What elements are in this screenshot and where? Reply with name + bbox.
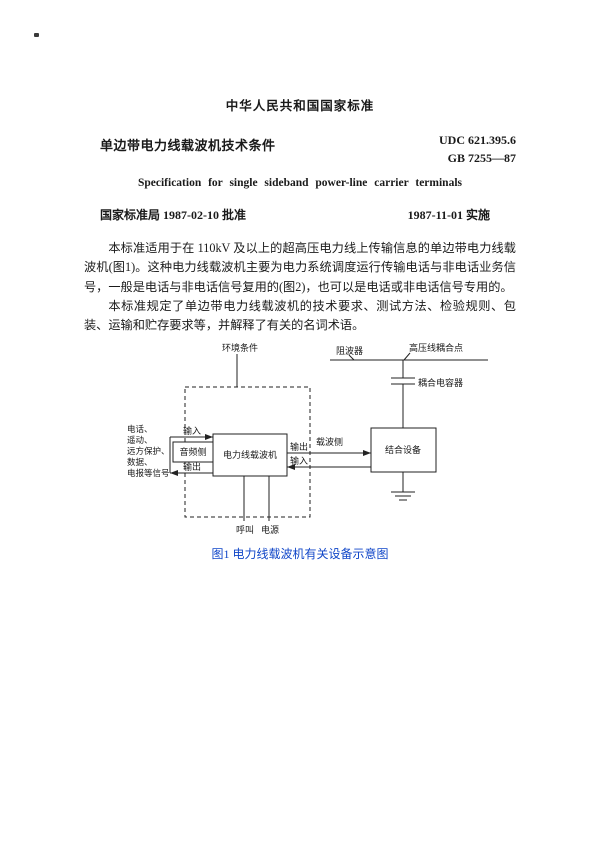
- line-trap-pointer: [348, 355, 355, 361]
- carrier-machine-label: 电力线载波机: [223, 449, 277, 460]
- title-row: 单边带电力线载波机技术条件 UDC 621.395.6 GB 7255—87: [84, 131, 516, 167]
- coupling-capacitor-icon: [391, 360, 415, 429]
- figure-caption: 图1 电力线载波机有关设备示意图: [211, 547, 389, 562]
- audio-output-label: 输出: [183, 461, 201, 472]
- scan-artifact: [34, 33, 39, 37]
- carrier-side-label: 载波侧: [316, 436, 343, 447]
- carrier-output-arrow: [287, 450, 371, 457]
- hv-coupling-pointer: [403, 353, 411, 361]
- signal-item: 电话、: [127, 424, 153, 434]
- coupling-equipment-label: 结合设备: [385, 444, 421, 455]
- carrier-equipment-schematic: 环境条件 阻波器 高压线耦合点 耦合电容器 结合设备: [127, 342, 488, 535]
- hv-coupling-point-label: 高压线耦合点: [409, 342, 463, 353]
- audio-side-box: [172, 441, 214, 463]
- power-label: 电源: [261, 524, 279, 535]
- approval-info: 国家标准局 1987-02-10 批准: [100, 208, 246, 222]
- figure-1-diagram: 环境条件 阻波器 高压线耦合点 耦合电容器 结合设备: [100, 340, 516, 540]
- coupling-capacitor-label: 耦合电容器: [418, 377, 463, 388]
- audio-side-label: 音频侧: [179, 446, 206, 457]
- signal-input-arrow: [170, 434, 213, 441]
- ground-icon: [391, 472, 415, 501]
- signal-item: 电报等信号: [127, 468, 170, 478]
- standard-codes: UDC 621.395.6 GB 7255—87: [439, 131, 516, 167]
- signal-item: 数据、: [127, 457, 153, 467]
- carrier-output-label: 输出: [290, 441, 308, 452]
- signal-output-arrow: [170, 470, 213, 477]
- env-conditions-label: 环境条件: [222, 342, 258, 353]
- page-title: 中华人民共和国国家标准: [225, 99, 375, 113]
- call-label: 呼叫: [236, 525, 254, 535]
- paragraph: 本标准规定了单边带电力线载波机的技术要求、测试方法、检验规则、包装、运输和贮存要…: [84, 298, 516, 333]
- carrier-input-arrow: [287, 464, 371, 471]
- approval-row: 国家标准局 1987-02-10 批准 1987-11-01 实施: [84, 206, 516, 223]
- line-trap-label: 阻波器: [336, 345, 363, 356]
- signal-list: 电话、 遥动、 远方保护、 数据、 电报等信号: [127, 424, 170, 478]
- standard-title-en: Specification for single sideband power-…: [137, 177, 463, 189]
- standard-title-cn: 单边带电力线载波机技术条件: [100, 138, 276, 153]
- signal-item: 远方保护、: [127, 446, 170, 456]
- udc-number: UDC 621.395.6: [439, 133, 516, 147]
- audio-input-label: 输入: [183, 425, 201, 436]
- carrier-input-label: 输入: [290, 455, 308, 466]
- standard-number: GB 7255—87: [447, 151, 516, 165]
- signal-item: 遥动、: [127, 435, 153, 445]
- body-text: 本标准适用于在 110kV 及以上的超高压电力线上传输信息的单边带电力线载波机(…: [84, 239, 516, 335]
- paragraph: 本标准适用于在 110kV 及以上的超高压电力线上传输信息的单边带电力线载波机(…: [84, 241, 516, 294]
- implementation-info: 1987-11-01 实施: [407, 208, 490, 222]
